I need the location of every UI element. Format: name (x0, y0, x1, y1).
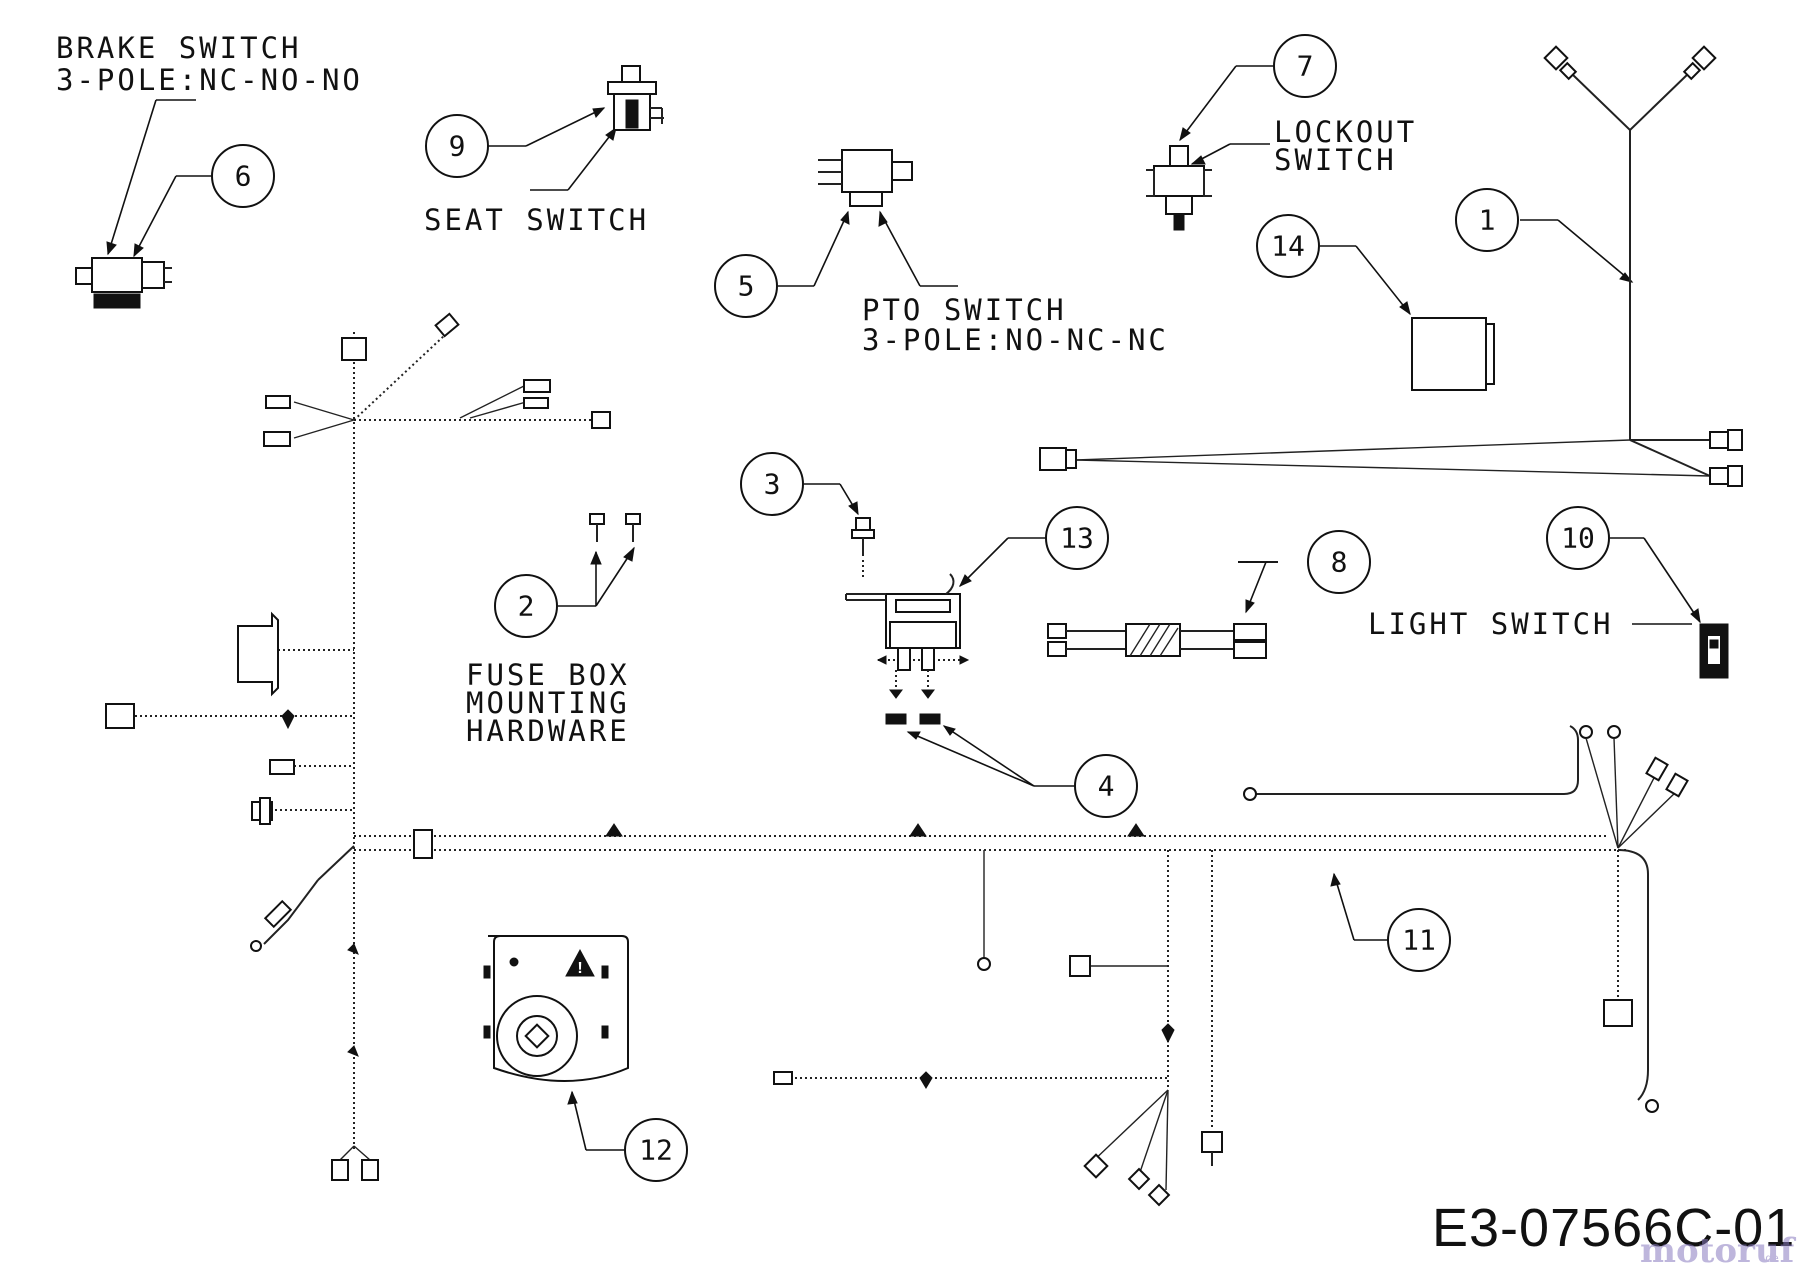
callout-13: 13 (958, 506, 1109, 588)
svg-text:MOUNTING: MOUNTING (466, 686, 630, 720)
diagram-code: E3-07566C-01 (1432, 1198, 1795, 1258)
seat-switch (607, 65, 664, 131)
callout-4: 4 (906, 725, 1138, 818)
brake-switch-label: BRAKE SWITCH 3-POLE:NC-NO-NO (56, 31, 363, 97)
lockout-switch-label: LOCKOUT SWITCH (1274, 115, 1417, 177)
svg-text:FUSE BOX: FUSE BOX (466, 658, 630, 692)
pto-switch-label: PTO SWITCH 3-POLE:NO-NC-NC (862, 293, 1169, 357)
svg-text:10: 10 (1561, 522, 1595, 555)
light-switch (1699, 623, 1729, 679)
module-box (1411, 317, 1495, 391)
callout-6: 6 (106, 99, 275, 258)
fuse-box (845, 573, 970, 725)
svg-text:!: ! (577, 960, 582, 977)
callout-2: 2 (494, 546, 635, 638)
pto-switch (818, 149, 913, 207)
main-harness (105, 312, 1689, 1207)
svg-text:12: 12 (639, 1134, 673, 1167)
svg-text:4: 4 (1098, 770, 1115, 803)
svg-text:3-POLE:NO-NC-NC: 3-POLE:NO-NC-NC (862, 323, 1169, 357)
svg-text:5: 5 (738, 270, 755, 303)
callout-12: 12 (567, 1090, 688, 1182)
svg-text:11: 11 (1402, 924, 1436, 957)
svg-text:LOCKOUT: LOCKOUT (1274, 115, 1417, 149)
fuse-box-label: FUSE BOX MOUNTING HARDWARE (466, 658, 630, 748)
svg-text:14: 14 (1271, 230, 1305, 263)
svg-text:PTO SWITCH: PTO SWITCH (862, 293, 1067, 327)
callout-10: 10 (1546, 506, 1701, 624)
svg-text:1: 1 (1479, 204, 1496, 237)
svg-text:9: 9 (449, 130, 466, 163)
svg-text:8: 8 (1331, 546, 1348, 579)
svg-text:motoruf: motoruf (1640, 1231, 1797, 1271)
callout-3: 3 (740, 452, 859, 516)
ignition-switch: ! (483, 935, 629, 1082)
callout-9: 9 (425, 107, 617, 191)
svg-text:2: 2 (518, 590, 535, 623)
lockout-switch (1146, 145, 1212, 231)
callout-5: 5 (714, 210, 958, 318)
callout-1: 1 (1455, 188, 1634, 283)
resistor-harness (1047, 623, 1267, 659)
watermark-logo: motoruf .de (1640, 1231, 1797, 1271)
callout-14: 14 (1256, 214, 1411, 316)
callout-7: 7 (1179, 34, 1337, 165)
callout-8: 8 (1238, 530, 1371, 614)
svg-text:BRAKE SWITCH: BRAKE SWITCH (56, 31, 302, 65)
svg-text:13: 13 (1060, 522, 1094, 555)
harness-1 (1039, 45, 1743, 487)
brake-switch (75, 257, 172, 309)
svg-text:6: 6 (235, 160, 252, 193)
svg-text:HARDWARE: HARDWARE (466, 714, 630, 748)
seat-switch-label: SEAT SWITCH (424, 203, 649, 237)
light-switch-label: LIGHT SWITCH (1368, 607, 1614, 641)
bolt-3 (851, 517, 875, 580)
svg-text:3: 3 (764, 468, 781, 501)
svg-text:3-POLE:NC-NO-NO: 3-POLE:NC-NO-NO (56, 63, 363, 97)
svg-text:.de: .de (1762, 1251, 1779, 1265)
svg-text:SWITCH: SWITCH (1274, 143, 1397, 177)
callout-11: 11 (1330, 872, 1451, 972)
fuse-box-screws (589, 513, 641, 542)
svg-text:7: 7 (1297, 50, 1314, 83)
